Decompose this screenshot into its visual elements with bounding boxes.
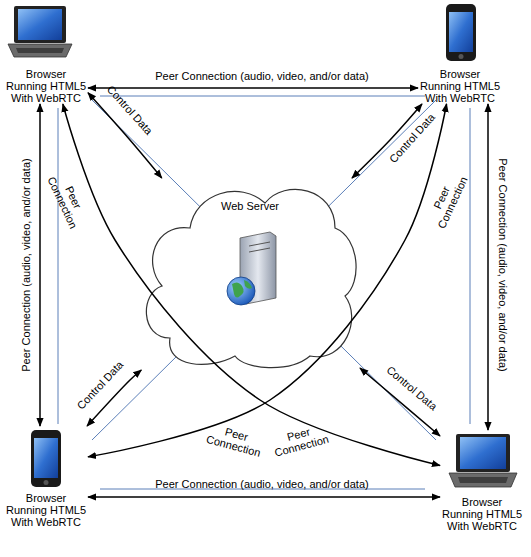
control-data-arrow [87,370,141,426]
guide-line [58,108,59,424]
guide-line [100,96,425,97]
peer-connection-arrow [39,104,41,426]
peer-connection-arrow [88,496,440,498]
phone-icon [446,4,476,61]
connection-label: Peer Connection [202,420,268,459]
laptop-base [449,473,517,487]
connector-label: Control Data [377,101,446,176]
laptop-keyboard [458,477,508,483]
connector-label: Peer Connection [44,167,92,233]
connector-label: Control Data [374,354,451,421]
connector-label: Control Data [95,73,164,148]
laptop-icon [8,6,72,57]
browser-node: Browser Running HTML5 With WebRTC [418,2,502,104]
node-label: Browser Running HTML5 With WebRTC [440,496,524,532]
guide-line [92,100,436,440]
guide-line [92,100,436,440]
peer-connection-arrow [88,104,447,457]
phone-button [459,54,464,59]
guide-line [470,108,471,424]
node-label: Browser Running HTML5 With WebRTC [4,492,88,528]
phone-button [44,480,49,485]
node-text-group: Browser Running HTML5 With WebRTC [440,496,524,532]
cloud-shape [146,189,356,367]
node-text-group: Browser Running HTML5 With WebRTC [418,68,502,104]
server-tower [240,232,276,304]
node-text-group: Browser Running HTML5 With WebRTC [4,68,88,104]
laptop-icon [449,434,517,487]
guide-line [100,489,425,490]
laptop-keyboard [16,48,64,53]
laptop-screen [18,9,62,40]
connector-label: Peer Connection (audio, video, and/or da… [112,478,412,490]
phone-body [31,430,61,487]
server-icon [227,232,276,305]
peer-connection-arrow [88,87,418,89]
control-data-arrow [352,104,422,178]
node-label: Browser Running HTML5 With WebRTC [4,68,88,104]
laptop-screen-frame [456,434,510,472]
web-server-cloud: Web Server [140,178,360,370]
connector-label: Peer Connection (audio, video, and/or da… [20,115,32,415]
node-label: Web Server [140,200,360,212]
phone-body [446,4,476,61]
control-data-arrow [88,93,162,178]
connector-label: Control Data [65,348,135,422]
browser-node: Browser Running HTML5 With WebRTC [4,426,88,528]
browser-node: Browser Running HTML5 With WebRTC [4,2,88,104]
globe-land [232,282,244,297]
node-label: Browser Running HTML5 With WebRTC [418,68,502,104]
connector-label: Peer Connection (audio, video, and/or da… [497,115,509,415]
node-text-group: Browser Running HTML5 With WebRTC [4,492,88,528]
peer-connection-arrow [487,104,489,430]
connection-label: Peer Connection [267,420,333,459]
connector-label: Peer Connection [423,167,471,233]
connector-label: Peer Connection (audio, video, and/or da… [112,70,412,82]
globe [227,277,255,305]
globe-land [244,280,252,289]
server-slot [249,248,270,252]
phone-screen [449,12,473,52]
server-slot [249,242,270,246]
laptop-base [8,44,72,57]
phone-screen [34,438,58,478]
node-text-group: Web Server [140,200,360,212]
peer-connection-arrow [63,104,440,465]
blue-guide-lines [58,96,470,489]
browser-node: Browser Running HTML5 With WebRTC [440,430,524,532]
phone-icon [31,430,61,487]
laptop-screen [460,437,506,469]
control-data-arrow [360,368,440,436]
laptop-screen-frame [14,6,66,43]
connector-group [40,88,488,497]
